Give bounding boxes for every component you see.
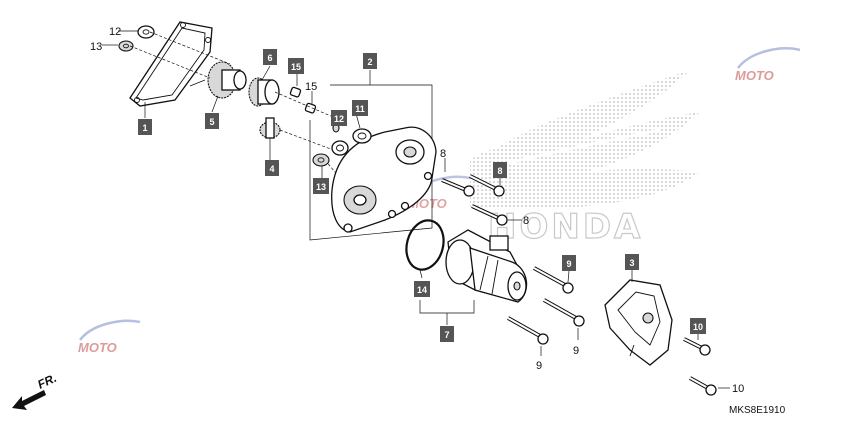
washer-12 [137, 25, 155, 39]
box-label-15: 15 [288, 58, 304, 74]
callout-13: 13 [90, 41, 102, 53]
svg-text:13: 13 [316, 182, 326, 192]
svg-text:10: 10 [693, 322, 703, 332]
washer-12b [331, 140, 349, 156]
box-label-9: 9 [562, 255, 576, 271]
pin-15b [304, 102, 317, 114]
box-label-12: 12 [331, 110, 347, 126]
box-label-5: 5 [205, 113, 219, 129]
svg-text:9: 9 [566, 259, 571, 269]
gasket-part [129, 21, 213, 107]
box-label-6: 6 [263, 49, 277, 65]
gear-part-4 [259, 117, 281, 160]
box-label-8: 8 [493, 162, 507, 178]
box-label-14: 14 [414, 281, 430, 297]
bolt-8c [471, 204, 522, 226]
svg-text:12: 12 [334, 114, 344, 124]
svg-text:8: 8 [497, 166, 502, 176]
box-label-13: 13 [313, 178, 329, 194]
box-label-1: 1 [138, 119, 152, 135]
case-assembly-2 [309, 84, 437, 241]
watermark-text: MOTO [735, 68, 774, 83]
bolt-9b [543, 298, 585, 340]
gear-part-5 [189, 61, 247, 99]
svg-text:7: 7 [444, 330, 449, 340]
washer-11 [352, 128, 372, 144]
box-label-10: 10 [690, 318, 706, 334]
callout-12: 12 [109, 26, 121, 38]
motor-assembly-7 [419, 229, 528, 325]
gear-part-6 [248, 77, 280, 107]
callout-8-right: 8 [523, 215, 529, 227]
svg-text:1: 1 [142, 123, 147, 133]
direction-label: FR. [35, 371, 58, 392]
front-direction-arrow: FR. [12, 371, 59, 410]
callout-15: 15 [305, 81, 317, 93]
bolt-9a [533, 266, 574, 294]
callout-9-right: 9 [573, 345, 579, 357]
o-ring-14 [405, 219, 445, 279]
svg-text:4: 4 [269, 164, 274, 174]
box-label-7: 7 [440, 326, 454, 342]
honda-wing-logo: HONDA [470, 70, 700, 248]
bolt-10b [689, 376, 730, 396]
callout-9-bottom: 9 [536, 360, 542, 372]
svg-text:2: 2 [367, 57, 372, 67]
honda-text: HONDA [488, 207, 643, 247]
bolt-9c [507, 316, 549, 356]
svg-text:5: 5 [209, 117, 214, 127]
watermark-bottom-left: MOTO [78, 319, 141, 355]
box-label-2: 2 [363, 53, 377, 69]
diagram-code: MKS8E1910 [729, 405, 786, 416]
nut-13 [118, 40, 134, 52]
watermark-text: MOTO [78, 340, 117, 355]
svg-text:3: 3 [629, 258, 634, 268]
svg-text:15: 15 [291, 62, 301, 72]
washer-13b [312, 153, 330, 167]
bolt-8a [441, 158, 475, 197]
box-label-11: 11 [352, 100, 368, 116]
svg-text:14: 14 [417, 285, 427, 295]
svg-text:11: 11 [355, 104, 365, 114]
svg-text:6: 6 [267, 53, 272, 63]
watermark-top-right: MOTO [735, 47, 801, 83]
bolt-8b [469, 174, 505, 197]
bolt-10a [683, 334, 711, 356]
callout-10: 10 [732, 383, 744, 395]
box-label-3: 3 [625, 254, 639, 270]
box-label-4: 4 [265, 160, 279, 176]
cover-part-3 [604, 270, 673, 366]
callout-8-top: 8 [440, 148, 446, 160]
pin-15a [289, 86, 302, 98]
